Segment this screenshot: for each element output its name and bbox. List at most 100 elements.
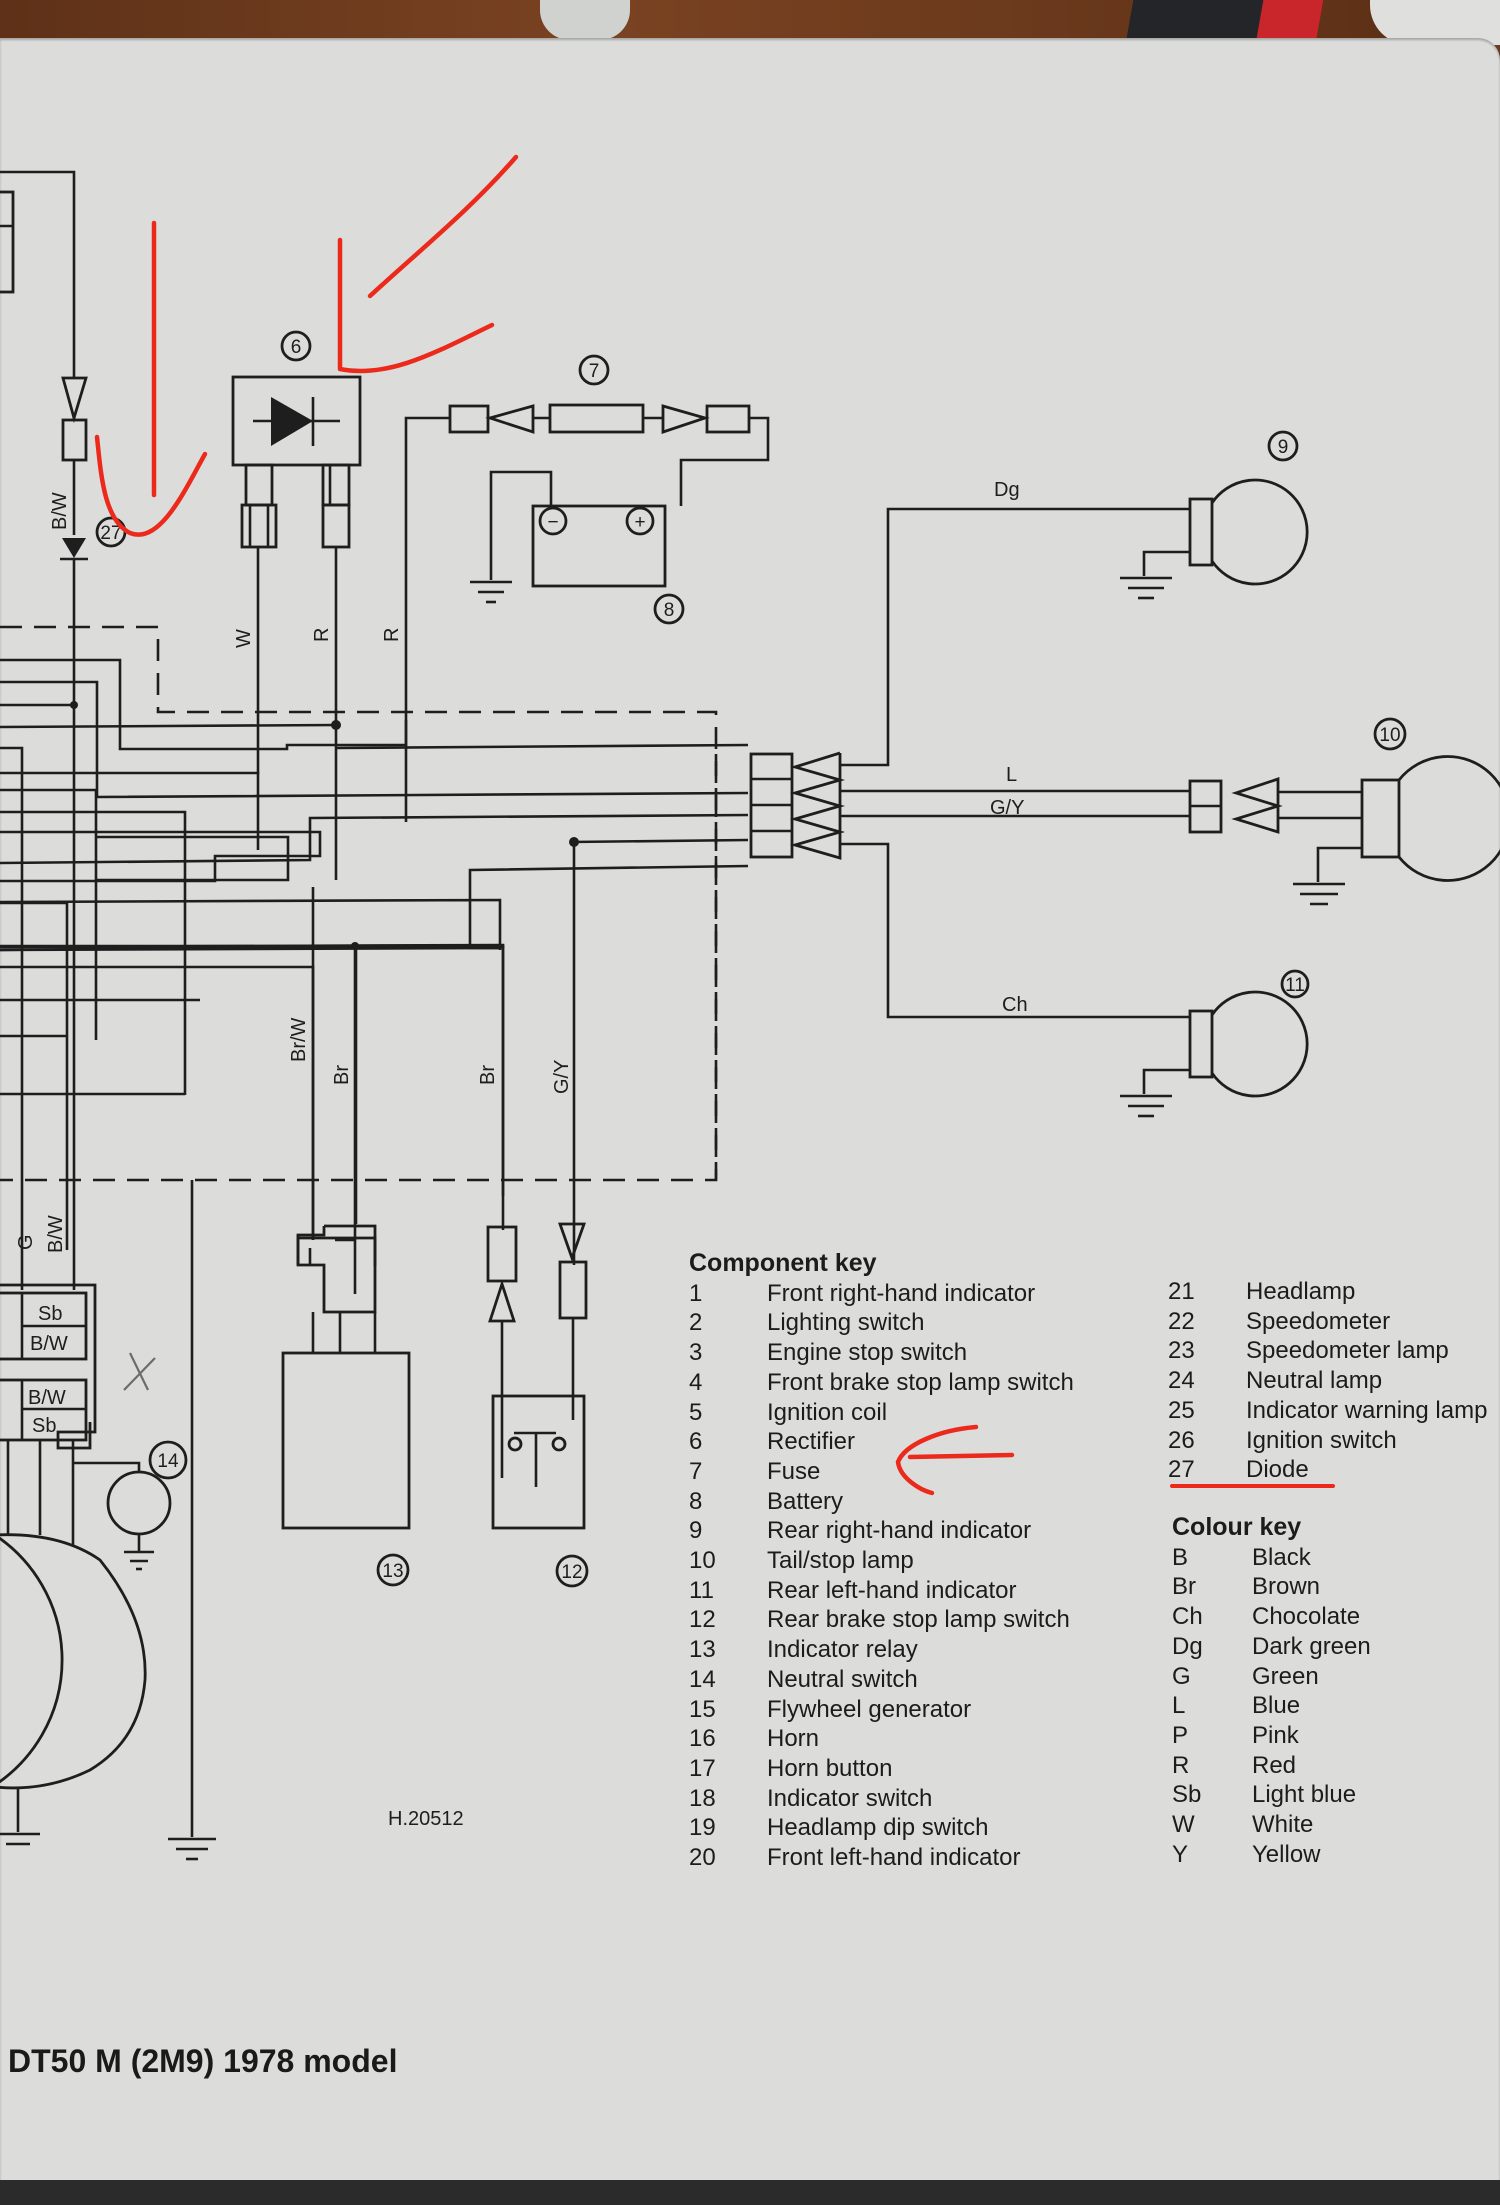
main-harness (0, 658, 749, 1294)
component-key-item-code: 8 (689, 1487, 703, 1515)
component-key-item-label: Headlamp dip switch (767, 1814, 989, 1842)
wire-label-br: Br (331, 1065, 353, 1085)
rectifier-6 (231, 375, 362, 880)
component-key-title: Component key (689, 1249, 877, 1277)
component-key-item-code: 14 (689, 1665, 716, 1693)
component-key-item-label: Engine stop switch (767, 1339, 968, 1367)
callout-7: 7 (578, 354, 610, 386)
component-key-item-label: Flywheel generator (767, 1695, 972, 1723)
component-key-item: 6 Rectifier (689, 1427, 1074, 1457)
svg-text:9: 9 (1278, 437, 1289, 458)
component-key-item-code: 27 (1168, 1456, 1195, 1484)
component-key-item-label: Horn button (767, 1754, 893, 1782)
component-key-item: 9 Rear right-hand indicator (689, 1516, 1074, 1546)
colour-key-item-label: Chocolate (1252, 1603, 1361, 1631)
component-key-item-code: 17 (689, 1754, 716, 1782)
component-key-item: 3 Engine stop switch (689, 1338, 1074, 1368)
connector-label-bw: B/W (28, 1387, 66, 1409)
component-key-item-code: 10 (689, 1547, 716, 1575)
colour-key-title: Colour key (1172, 1513, 1302, 1541)
component-key-item-label: Indicator warning lamp (1246, 1396, 1488, 1424)
component-key-item-code: 19 (689, 1814, 716, 1842)
component-key-item-code: 13 (689, 1636, 716, 1664)
colour-key-item-label: Black (1252, 1543, 1311, 1571)
connector-label-bw: B/W (30, 1333, 68, 1355)
component-key-item-label: Front left-hand indicator (767, 1844, 1021, 1872)
component-key-item-code: 22 (1168, 1307, 1195, 1335)
component-key-item-code: 12 (689, 1606, 716, 1634)
neutral-switch-14 (73, 1461, 172, 1571)
colour-key-item-label: Pink (1252, 1721, 1299, 1749)
component-key-item: 19 Headlamp dip switch (689, 1813, 1074, 1843)
wire-label-r: R (381, 628, 403, 642)
component-key-item-code: 9 (689, 1517, 703, 1545)
wire-label-g: G (15, 1234, 37, 1250)
wire-label-r: R (311, 628, 333, 642)
component-key-item-label: Rear right-hand indicator (767, 1517, 1032, 1545)
component-key-item-code: 20 (689, 1844, 716, 1872)
wire-label-l: L (1006, 764, 1017, 786)
svg-text:8: 8 (664, 600, 675, 621)
ground-line (168, 1180, 216, 1861)
colour-key-item: Sb Light blue (1172, 1780, 1371, 1810)
component-key-item-code: 25 (1168, 1396, 1195, 1424)
component-key-item-code: 24 (1168, 1367, 1195, 1395)
component-key-item: 25 Indicator warning lamp (1168, 1396, 1487, 1426)
connector-label-sb: Sb (32, 1415, 56, 1437)
component-key-item: 20 Front left-hand indicator (689, 1843, 1074, 1873)
red-underline-diode (1170, 1484, 1335, 1488)
component-key-item-code: 6 (689, 1428, 703, 1456)
callout-6: 6 (280, 330, 312, 362)
colour-key-item-label: Green (1252, 1662, 1319, 1690)
component-key-item-code: 18 (689, 1784, 716, 1812)
component-key-item-label: Speedometer lamp (1246, 1337, 1449, 1365)
component-key-item-code: 4 (689, 1368, 703, 1396)
colour-key-item-code: Sb (1172, 1781, 1202, 1809)
callout-27: 27 (95, 516, 127, 548)
model-title: DT50 M (2M9) 1978 model (8, 2043, 398, 2079)
component-key-item-label: Horn (767, 1725, 820, 1753)
svg-text:7: 7 (589, 361, 600, 382)
colour-key-item: B Black (1172, 1543, 1371, 1573)
wire-label-dg: Dg (994, 479, 1020, 501)
wire-label-gy: G/Y (990, 797, 1024, 819)
wire-label-gy: G/Y (551, 1060, 573, 1094)
colour-key-item-code: B (1172, 1543, 1189, 1571)
component-key-item-label: Rear brake stop lamp switch (767, 1606, 1070, 1634)
svg-text:6: 6 (291, 337, 302, 358)
rear-left-indicator-11 (1120, 990, 1309, 1118)
component-key-item-code: 2 (689, 1309, 703, 1337)
component-key-item-label: Rectifier (767, 1428, 856, 1456)
colour-key-item-label: Blue (1252, 1692, 1301, 1720)
colour-key-item-label: Light blue (1252, 1781, 1357, 1809)
callout-8: 8 (653, 593, 685, 625)
component-key-item: 16 Horn (689, 1724, 1074, 1754)
component-key-item-code: 3 (689, 1339, 703, 1367)
left-switch-box (0, 170, 76, 378)
manual-page (0, 38, 1500, 2180)
component-key-item: 17 Horn button (689, 1754, 1074, 1784)
component-key-item-code: 16 (689, 1725, 716, 1753)
component-key-item-code: 7 (689, 1457, 703, 1485)
harness-to-connector (0, 743, 749, 1265)
fuse-7 (404, 403, 770, 822)
